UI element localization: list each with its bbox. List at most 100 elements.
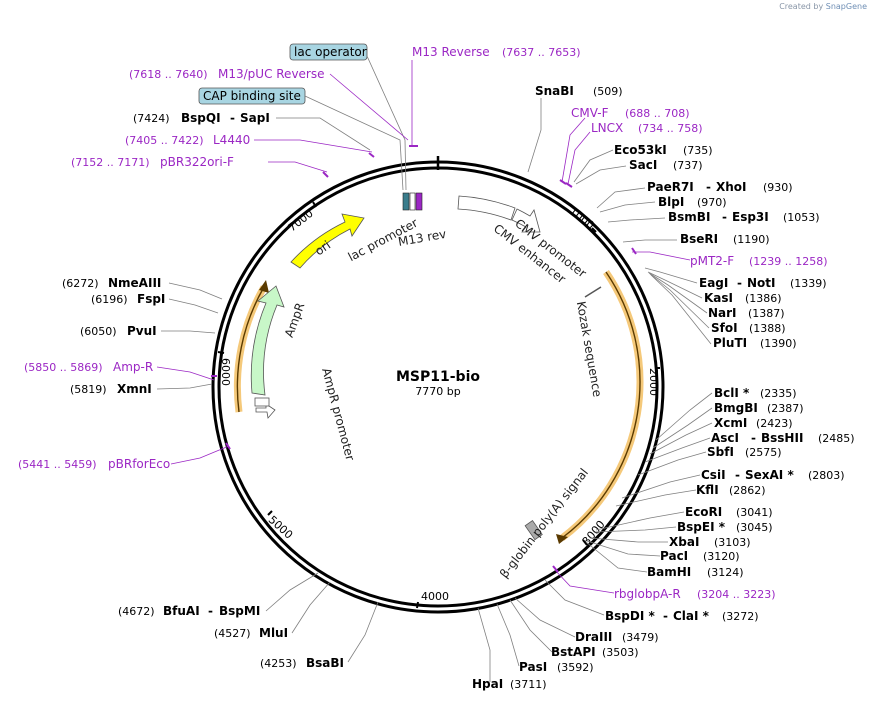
leader-xbai xyxy=(589,537,668,543)
enzyme-noti[interactable]: NotI xyxy=(747,276,776,290)
ampr-promoter-feature[interactable] xyxy=(255,403,276,419)
enzyme-nmeaiii[interactable]: NmeAIII xyxy=(108,276,161,290)
primer-m13-reverse[interactable]: M13 Reverse xyxy=(412,45,490,59)
enzyme-xbai[interactable]: XbaI xyxy=(669,535,699,549)
enzyme-sapi[interactable]: SapI xyxy=(240,111,270,125)
enzyme-eagi[interactable]: EagI xyxy=(699,276,728,290)
insert-arrowhead xyxy=(556,534,568,544)
enzyme-saci[interactable]: SacI xyxy=(629,158,657,172)
enzyme-csii-sep: - xyxy=(735,468,740,482)
kozak-marker xyxy=(584,286,602,298)
leader-xmni xyxy=(156,383,213,390)
enzyme-bspei[interactable]: BspEI * xyxy=(677,520,726,534)
leader-cmvf xyxy=(561,117,586,183)
cmv-promoter-feature[interactable] xyxy=(511,208,541,233)
ori-feature[interactable] xyxy=(290,213,365,269)
enzyme-ecori[interactable]: EcoRI xyxy=(685,505,722,519)
enzyme-pasi-pos: (3592) xyxy=(557,661,594,674)
enzyme-bspqi[interactable]: BspQI xyxy=(181,111,221,125)
enzyme-pluti[interactable]: PluTI xyxy=(713,336,747,350)
enzyme-hpai[interactable]: HpaI xyxy=(472,677,503,691)
lac-operator-box[interactable] xyxy=(289,43,368,61)
leader-paci xyxy=(586,540,661,557)
lac-promoter-marker xyxy=(409,192,416,211)
leader-bspei xyxy=(594,526,677,533)
leader-cap-site xyxy=(304,95,404,191)
enzyme-eco53ki-pos: (735) xyxy=(683,144,713,157)
enzyme-bamhi[interactable]: BamHI xyxy=(647,565,691,579)
rbglobpa-marker xyxy=(552,565,559,573)
primer-m13puc[interactable]: M13/pUC Reverse xyxy=(218,67,325,81)
enzyme-clai[interactable]: ClaI * xyxy=(673,609,710,623)
enzyme-bspdi[interactable]: BspDI * xyxy=(605,609,655,623)
cap-site-label: CAP binding site xyxy=(203,89,301,103)
primer-l4440[interactable]: L4440 xyxy=(213,133,250,147)
enzyme-blpi[interactable]: BlpI xyxy=(658,195,684,209)
primer-ampr[interactable]: Amp-R xyxy=(113,360,153,374)
enzyme-xhoi[interactable]: XhoI xyxy=(716,180,747,194)
enzyme-kfli[interactable]: KflI xyxy=(696,483,719,497)
watermark-prefix: Created by xyxy=(779,2,824,11)
enzyme-bmgbi[interactable]: BmgBI xyxy=(714,401,758,415)
primer-m13puc-pos: (7618 .. 7640) xyxy=(129,68,208,81)
enzyme-bstapi[interactable]: BstAPI xyxy=(551,645,596,659)
enzyme-xmni[interactable]: XmnI xyxy=(117,382,152,396)
ampr-feature[interactable] xyxy=(250,285,285,396)
tick-3000-mark xyxy=(582,539,588,546)
tick-7000: 7000 xyxy=(286,207,316,234)
enzyme-pvui[interactable]: PvuI xyxy=(127,324,157,338)
primer-pbr322ori[interactable]: pBR322ori-F xyxy=(160,155,234,169)
enzyme-eco53ki[interactable]: Eco53kI xyxy=(614,143,667,157)
primer-lncx[interactable]: LNCX xyxy=(591,121,623,135)
leader-lncx xyxy=(567,131,591,185)
enzyme-fspi[interactable]: FspI xyxy=(137,292,165,306)
enzyme-kasi[interactable]: KasI xyxy=(704,291,733,305)
enzyme-bspmi[interactable]: BspMI xyxy=(219,604,260,618)
leader-pvui xyxy=(161,330,216,334)
enzyme-pasi[interactable]: PasI xyxy=(519,660,547,674)
enzyme-mlui[interactable]: MluI xyxy=(259,626,288,640)
enzyme-beseri[interactable]: BseRI xyxy=(680,232,718,246)
enzyme-bfuai[interactable]: BfuAI xyxy=(163,604,200,618)
enzyme-bcli[interactable]: BclI * xyxy=(714,386,750,400)
primer-pmt2f[interactable]: pMT2-F xyxy=(690,254,734,268)
enzyme-bfuai-pos: (4672) xyxy=(118,605,155,618)
enzyme-draiii[interactable]: DraIII xyxy=(575,630,612,644)
enzyme-csii[interactable]: CsiI xyxy=(701,468,726,482)
enzyme-bsshii[interactable]: BssHII xyxy=(761,431,803,445)
tick-4000-mark xyxy=(416,601,419,609)
enzyme-sbfi[interactable]: SbfI xyxy=(707,445,734,459)
tick-6000: 6000 xyxy=(219,358,232,386)
ampr-label: AmpR xyxy=(282,301,307,339)
enzyme-bsabi-pos: (4253) xyxy=(260,657,297,670)
enzyme-paci[interactable]: PacI xyxy=(660,549,688,563)
leader-xcmi xyxy=(649,422,713,455)
primer-pbrforeco[interactable]: pBRforEco xyxy=(108,457,170,471)
cmv-enhancer-feature[interactable] xyxy=(457,195,516,221)
leader-bstapi xyxy=(509,599,553,653)
enzyme-esp3i[interactable]: Esp3I xyxy=(732,210,769,224)
lncx-marker xyxy=(565,182,573,188)
enzyme-bsmbi[interactable]: BsmBI xyxy=(668,210,710,224)
tick-2000: 2000 xyxy=(647,368,660,396)
enzyme-paer7i[interactable]: PaeR7I xyxy=(647,180,694,194)
primer-cmvf[interactable]: CMV-F xyxy=(571,106,609,120)
enzyme-asci[interactable]: AscI xyxy=(711,431,739,445)
leader-bseri xyxy=(622,239,677,243)
leader-bcli xyxy=(655,392,713,441)
leader-bamhi xyxy=(585,541,648,573)
cmvf-marker xyxy=(559,179,567,185)
enzyme-sfoi[interactable]: SfoI xyxy=(711,321,738,335)
leader-nari xyxy=(648,272,708,314)
enzyme-bsabi[interactable]: BsaBI xyxy=(306,656,344,670)
enzyme-xcmi[interactable]: XcmI xyxy=(714,416,747,430)
snapgene-watermark: Created by SnapGene xyxy=(779,2,867,11)
enzyme-nari[interactable]: NarI xyxy=(708,306,737,320)
enzyme-snabi[interactable]: SnaBI xyxy=(535,84,574,98)
primer-rbglobpa[interactable]: rbglobpA-R xyxy=(614,587,681,601)
enzyme-bspdi-sep: - xyxy=(663,609,668,623)
enzyme-sexai[interactable]: SexAI * xyxy=(745,468,794,482)
enzyme-xbai-pos: (3103) xyxy=(714,536,751,549)
enzyme-bsmbi-sep: - xyxy=(722,210,727,224)
polya-feature[interactable] xyxy=(524,520,543,541)
